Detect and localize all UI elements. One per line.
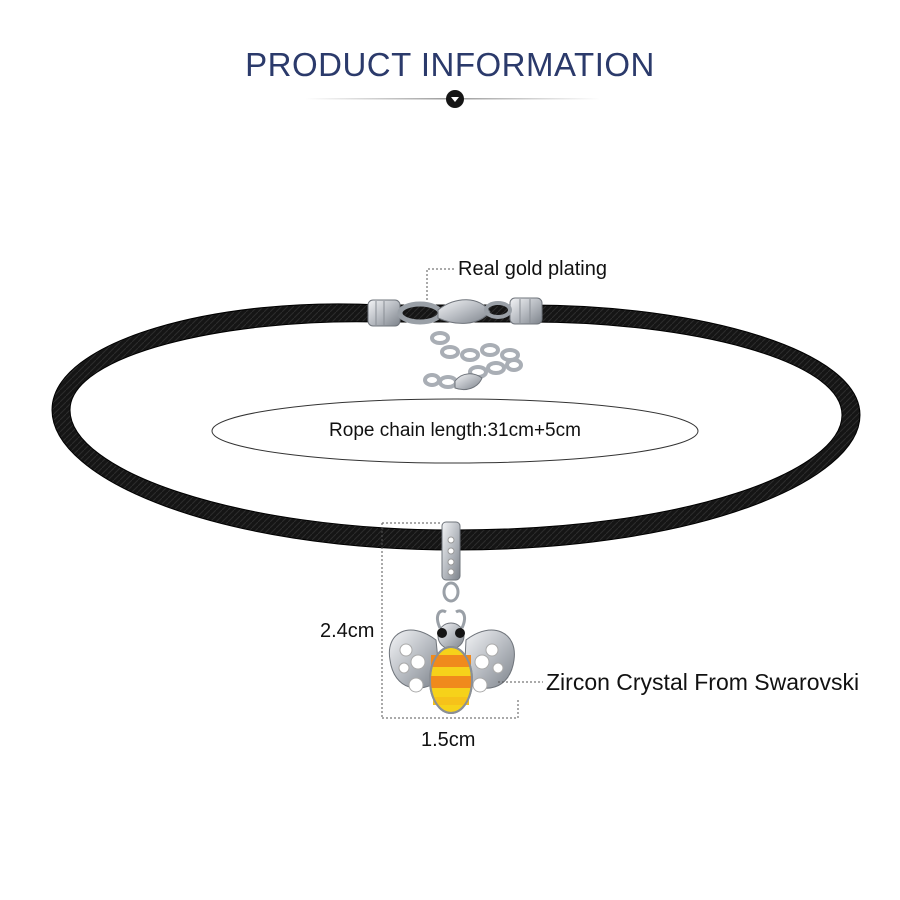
title-divider <box>305 90 600 108</box>
crystal-label: Zircon Crystal From Swarovski <box>546 669 860 695</box>
length-label: Rope chain length:31cm+5cm <box>329 420 581 441</box>
bee-pendant <box>388 609 515 714</box>
cord-end-right <box>509 297 543 325</box>
chain-end-drop <box>454 373 483 391</box>
pendant-bail <box>441 521 461 603</box>
width-dimension-line <box>382 700 519 719</box>
height-dimension-line <box>381 522 442 718</box>
rope-cord <box>51 303 861 551</box>
width-label: 1.5cm <box>421 729 476 751</box>
lobster-clasp <box>397 299 512 325</box>
plating-leader-line <box>426 268 455 300</box>
plating-label: Real gold plating <box>458 258 607 280</box>
height-label: 2.4cm <box>320 620 375 642</box>
length-ellipse <box>211 398 699 464</box>
page-title: PRODUCT INFORMATION <box>245 46 655 83</box>
cord-end-left <box>367 299 401 327</box>
